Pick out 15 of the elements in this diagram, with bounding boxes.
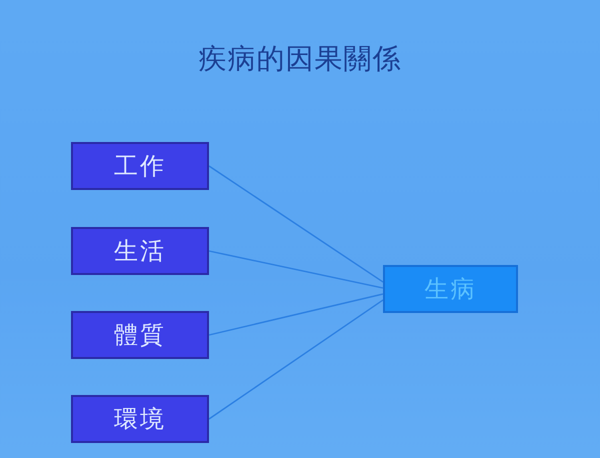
box-label: 環境 bbox=[114, 405, 166, 433]
cause-box bbox=[71, 227, 209, 275]
box-label: 體質 bbox=[114, 321, 166, 349]
connector-line bbox=[208, 250, 384, 289]
box-label: 生活 bbox=[114, 237, 166, 265]
connector-line bbox=[208, 293, 384, 336]
cause-box bbox=[71, 311, 209, 359]
cause-box bbox=[71, 395, 209, 443]
effect-box bbox=[383, 265, 518, 313]
cause-box bbox=[71, 142, 209, 190]
connector-line bbox=[208, 299, 384, 420]
box-label: 生病 bbox=[424, 275, 476, 303]
title: 疾病的因果關係 bbox=[198, 42, 402, 76]
box-label: 工作 bbox=[114, 152, 166, 180]
connector-line bbox=[208, 165, 384, 283]
